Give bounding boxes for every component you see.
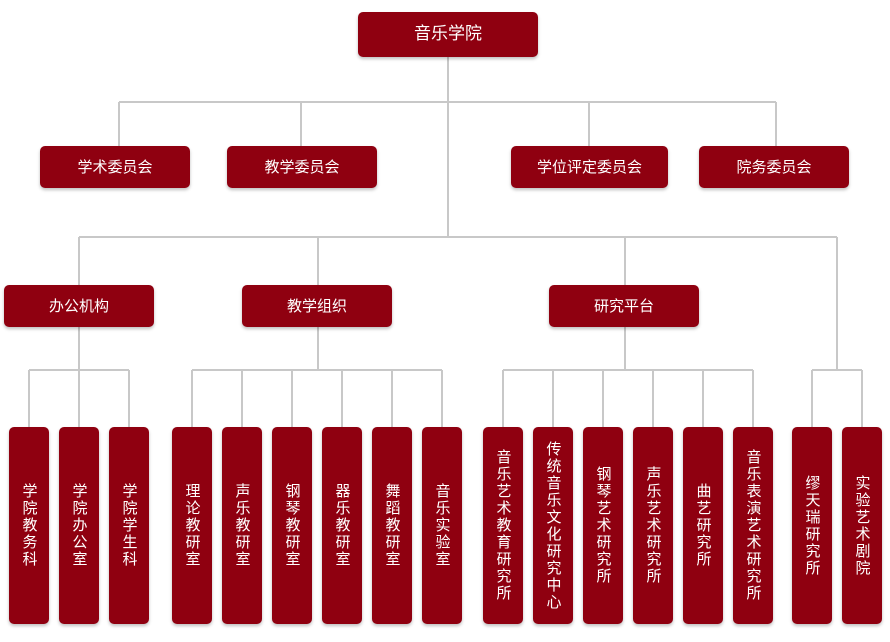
committee-node-degree: 学位评定委员会 [511,146,668,188]
unit-node: 音乐艺术教育研究所 [483,427,523,624]
unit-node: 学院学生科 [109,427,149,624]
unit-node: 声乐艺术研究所 [633,427,673,624]
unit-label: 曲艺研究所 [694,483,713,568]
unit-label: 音乐表演艺术研究所 [744,449,763,602]
unit-node: 学院办公室 [59,427,99,624]
root-node: 音乐学院 [358,12,538,57]
root-label: 音乐学院 [414,24,482,44]
unit-node: 音乐实验室 [422,427,462,624]
unit-label: 钢琴教研室 [283,483,302,568]
unit-label: 音乐实验室 [433,483,452,568]
committee-node-affairs: 院务委员会 [699,146,849,188]
unit-node: 声乐教研室 [222,427,262,624]
unit-label: 钢琴艺术研究所 [594,466,613,585]
unit-node: 学院教务科 [9,427,49,624]
unit-label: 学院办公室 [70,483,89,568]
unit-node: 传统音乐文化研究中心 [533,427,573,624]
division-label: 研究平台 [593,296,654,315]
committee-node-academic: 学术委员会 [40,146,190,188]
committee-label: 学术委员会 [77,157,153,176]
unit-node: 钢琴艺术研究所 [583,427,623,624]
unit-label: 声乐艺术研究所 [644,466,663,585]
unit-node: 理论教研室 [172,427,212,624]
unit-label: 理论教研室 [183,483,202,568]
unit-node: 音乐表演艺术研究所 [733,427,773,624]
committee-node-teaching: 教学委员会 [227,146,377,188]
unit-node: 舞蹈教研室 [372,427,412,624]
division-node-research: 研究平台 [549,285,699,327]
committee-label: 学位评定委员会 [536,157,642,176]
unit-node: 曲艺研究所 [683,427,723,624]
unit-label: 缪天瑞研究所 [803,474,822,577]
unit-label: 传统音乐文化研究中心 [544,440,563,611]
committee-label: 教学委员会 [264,157,340,176]
unit-node: 实验艺术剧院 [842,427,882,624]
division-node-teaching: 教学组织 [242,285,392,327]
unit-label: 实验艺术剧院 [853,474,872,577]
division-node-office: 办公机构 [4,285,154,327]
unit-node: 钢琴教研室 [272,427,312,624]
unit-label: 音乐艺术教育研究所 [494,449,513,602]
division-label: 办公机构 [48,296,109,315]
unit-label: 声乐教研室 [233,483,252,568]
unit-label: 舞蹈教研室 [383,483,402,568]
unit-node: 器乐教研室 [322,427,362,624]
unit-label: 器乐教研室 [333,483,352,568]
unit-label: 学院教务科 [20,483,39,568]
unit-label: 学院学生科 [120,483,139,568]
division-label: 教学组织 [286,296,347,315]
committee-label: 院务委员会 [736,157,812,176]
unit-node: 缪天瑞研究所 [792,427,832,624]
